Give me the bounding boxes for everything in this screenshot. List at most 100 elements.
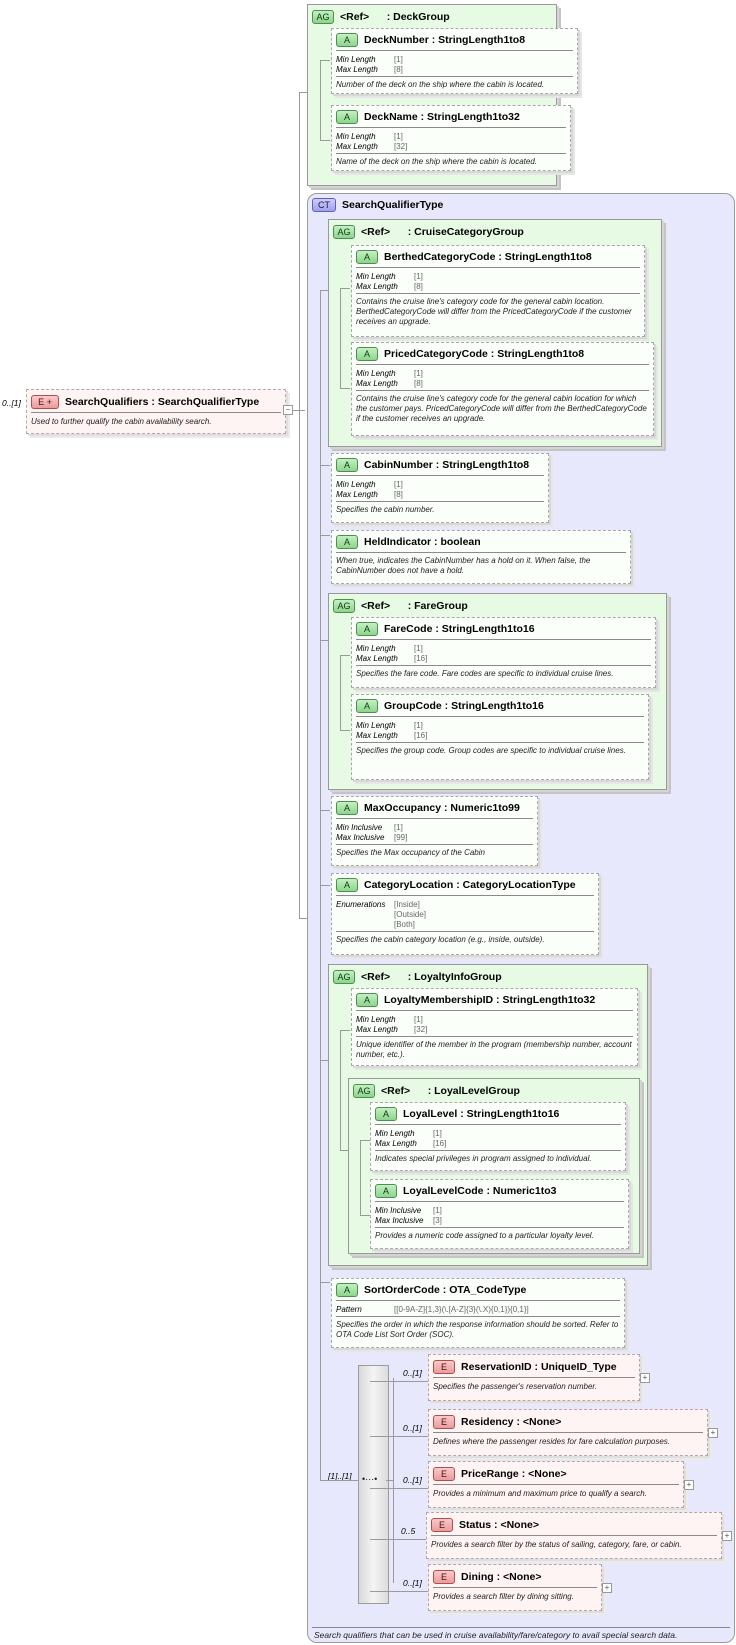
facet-value: [32] xyxy=(414,1025,428,1034)
facet-row: Min Length[1] xyxy=(356,644,651,654)
ref-label: <Ref> xyxy=(361,226,391,238)
attribute-title: CategoryLocation : CategoryLocationType xyxy=(364,879,576,891)
element-badge: E xyxy=(433,1466,455,1481)
attribute-name: BerthedCategoryCode xyxy=(384,251,496,263)
group-title: <Ref> : LoyaltyInfoGroup xyxy=(361,971,502,983)
facet-row: Min Length[1] xyxy=(375,1129,621,1139)
colon-separator: : xyxy=(420,111,425,123)
connector-line xyxy=(299,92,300,918)
attribute-doc: Number of the deck on the ship where the… xyxy=(336,80,545,89)
attribute-name: FareCode xyxy=(384,623,433,635)
colon-separator: : xyxy=(516,1415,520,1428)
facet-value: [1] xyxy=(414,1015,423,1024)
element-doc: Defines where the passenger resides for … xyxy=(433,1437,671,1446)
attribute-name: HeldIndicator xyxy=(364,536,432,548)
group-name: DeckGroup xyxy=(393,11,450,23)
facet-name: Max Length xyxy=(336,65,378,74)
connector-line xyxy=(370,1488,428,1489)
divider xyxy=(336,552,626,553)
divider xyxy=(356,665,651,666)
attribute-title: MaxOccupancy : Numeric1to99 xyxy=(364,802,520,814)
connector-line xyxy=(320,535,330,536)
divider xyxy=(336,818,533,819)
facet-row: Min Inclusive[1] xyxy=(375,1206,624,1216)
attribute-title: HeldIndicator : boolean xyxy=(364,536,481,548)
colon-separator: : xyxy=(435,459,440,471)
facet-name: Min Inclusive xyxy=(375,1206,422,1215)
facet-value: [1] xyxy=(394,132,403,141)
root-element-searchqualifiers[interactable]: E +SearchQualifiers : SearchQualifierTyp… xyxy=(26,389,286,434)
facet-value: [Outside] xyxy=(394,910,427,919)
divider xyxy=(356,716,644,717)
ref-label: <Ref> xyxy=(340,11,370,23)
colon-separator: : xyxy=(407,971,412,983)
expand-icon[interactable]: + xyxy=(684,1480,694,1490)
expand-icon[interactable]: + xyxy=(722,1531,732,1541)
collapse-icon[interactable]: − xyxy=(283,405,293,415)
facet-row: Min Length[1] xyxy=(356,1015,633,1025)
attribute-type: CategoryLocationType xyxy=(462,879,576,891)
attribute-type: StringLength1to8 xyxy=(442,459,530,471)
element-badge: E xyxy=(431,1517,453,1532)
expand-icon[interactable]: + xyxy=(708,1428,718,1438)
attribute-name: SortOrderCode xyxy=(364,1284,440,1296)
element-doc: Provides a search filter by the status o… xyxy=(431,1540,682,1549)
group-badge: AG xyxy=(353,1084,375,1098)
facet-values: [[0-9A-Z]{1,3}(\.[A-Z]{3}(\.X){0,1}){0,1… xyxy=(394,1305,529,1315)
attribute-type: StringLength1to16 xyxy=(441,623,535,635)
facet-row: Min Length[1] xyxy=(336,55,573,65)
divider xyxy=(31,412,281,413)
facet-name: Max Length xyxy=(356,379,398,388)
facet-row: Max Length [32] xyxy=(356,1025,633,1035)
attribute-name: LoyalLevelCode xyxy=(403,1185,484,1197)
group-name: CruiseCategoryGroup xyxy=(414,226,524,238)
colon-separator: : xyxy=(444,700,449,712)
divider xyxy=(433,1377,635,1378)
expand-icon[interactable]: + xyxy=(602,1583,612,1593)
group-title: <Ref> : DeckGroup xyxy=(340,11,450,23)
attribute-title: DeckNumber : StringLength1to8 xyxy=(364,34,525,46)
expand-icon[interactable]: + xyxy=(640,1373,650,1383)
attribute-name: PricedCategoryCode xyxy=(384,348,488,360)
attribute-doc: Specifies the Max occupancy of the Cabin xyxy=(336,848,485,857)
divider xyxy=(356,639,651,640)
facet-name: Max Length xyxy=(336,490,378,499)
colon-separator: : xyxy=(434,536,438,548)
attribute-doc: Specifies the cabin number. xyxy=(336,505,435,514)
divider xyxy=(336,501,544,502)
colon-separator: : xyxy=(496,1570,501,1583)
colon-separator: : xyxy=(431,34,436,46)
facet-list: Min Length[1]Max Length[16] xyxy=(352,719,648,741)
facet-name: Max Length xyxy=(356,1025,398,1034)
facet-value: [1] xyxy=(394,823,403,832)
divider xyxy=(356,742,644,743)
connector-line xyxy=(340,288,341,388)
attribute-title: LoyalLevelCode : Numeric1to3 xyxy=(403,1185,556,1197)
element-doc: Provides a minimum and maximum price to … xyxy=(433,1489,647,1498)
facet-value: [8] xyxy=(394,65,403,74)
sequence-compositor[interactable] xyxy=(358,1365,389,1604)
group-header: AG<Ref> : LoyaltyInfoGroup xyxy=(333,969,502,985)
